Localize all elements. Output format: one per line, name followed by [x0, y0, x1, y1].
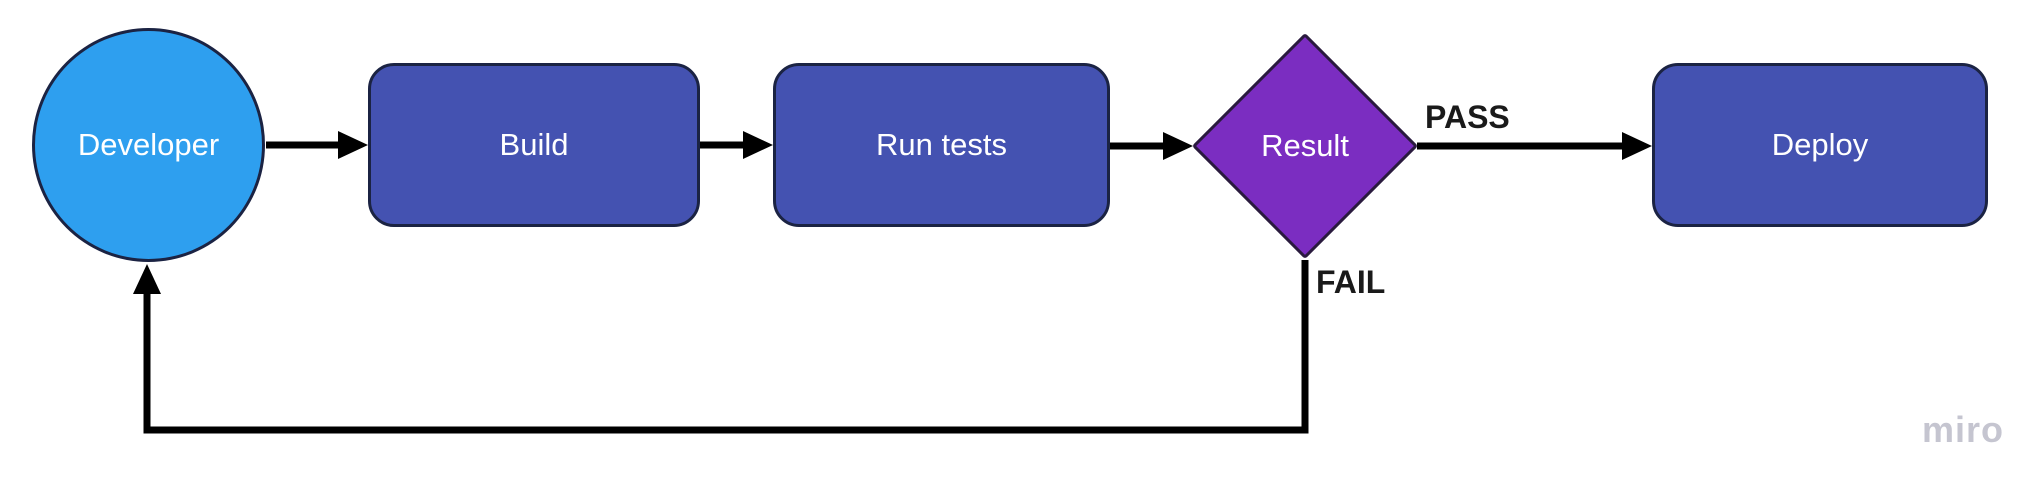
edge-label-pass: PASS — [1425, 99, 1510, 135]
edge-run-tests-result[interactable] — [1110, 132, 1193, 160]
node-developer-label: Developer — [77, 127, 220, 162]
edge-line — [143, 260, 1309, 434]
arrowhead-right-icon — [1163, 132, 1193, 160]
node-run-tests-label: Run tests — [876, 127, 1007, 162]
edge-developer-build[interactable] — [266, 131, 368, 159]
edge-result-developer-fail[interactable] — [133, 260, 1309, 434]
arrowhead-right-icon — [338, 131, 368, 159]
node-build-label: Build — [499, 127, 569, 162]
arrowhead-up-icon — [133, 264, 161, 294]
node-result[interactable]: Result — [1191, 32, 1419, 260]
node-run-tests[interactable]: Run tests — [773, 63, 1110, 227]
arrowhead-right-icon — [1622, 132, 1652, 160]
miro-watermark: miro — [1922, 409, 2005, 450]
node-result-label: Result — [1261, 128, 1349, 163]
node-developer[interactable]: Developer — [32, 28, 265, 262]
edge-label-fail: FAIL — [1316, 264, 1386, 300]
edge-result-deploy-pass[interactable] — [1417, 132, 1652, 160]
node-deploy-label: Deploy — [1771, 127, 1869, 162]
node-build[interactable]: Build — [368, 63, 700, 227]
edge-build-run-tests[interactable] — [700, 131, 773, 159]
node-deploy[interactable]: Deploy — [1652, 63, 1988, 227]
arrowhead-right-icon — [743, 131, 773, 159]
